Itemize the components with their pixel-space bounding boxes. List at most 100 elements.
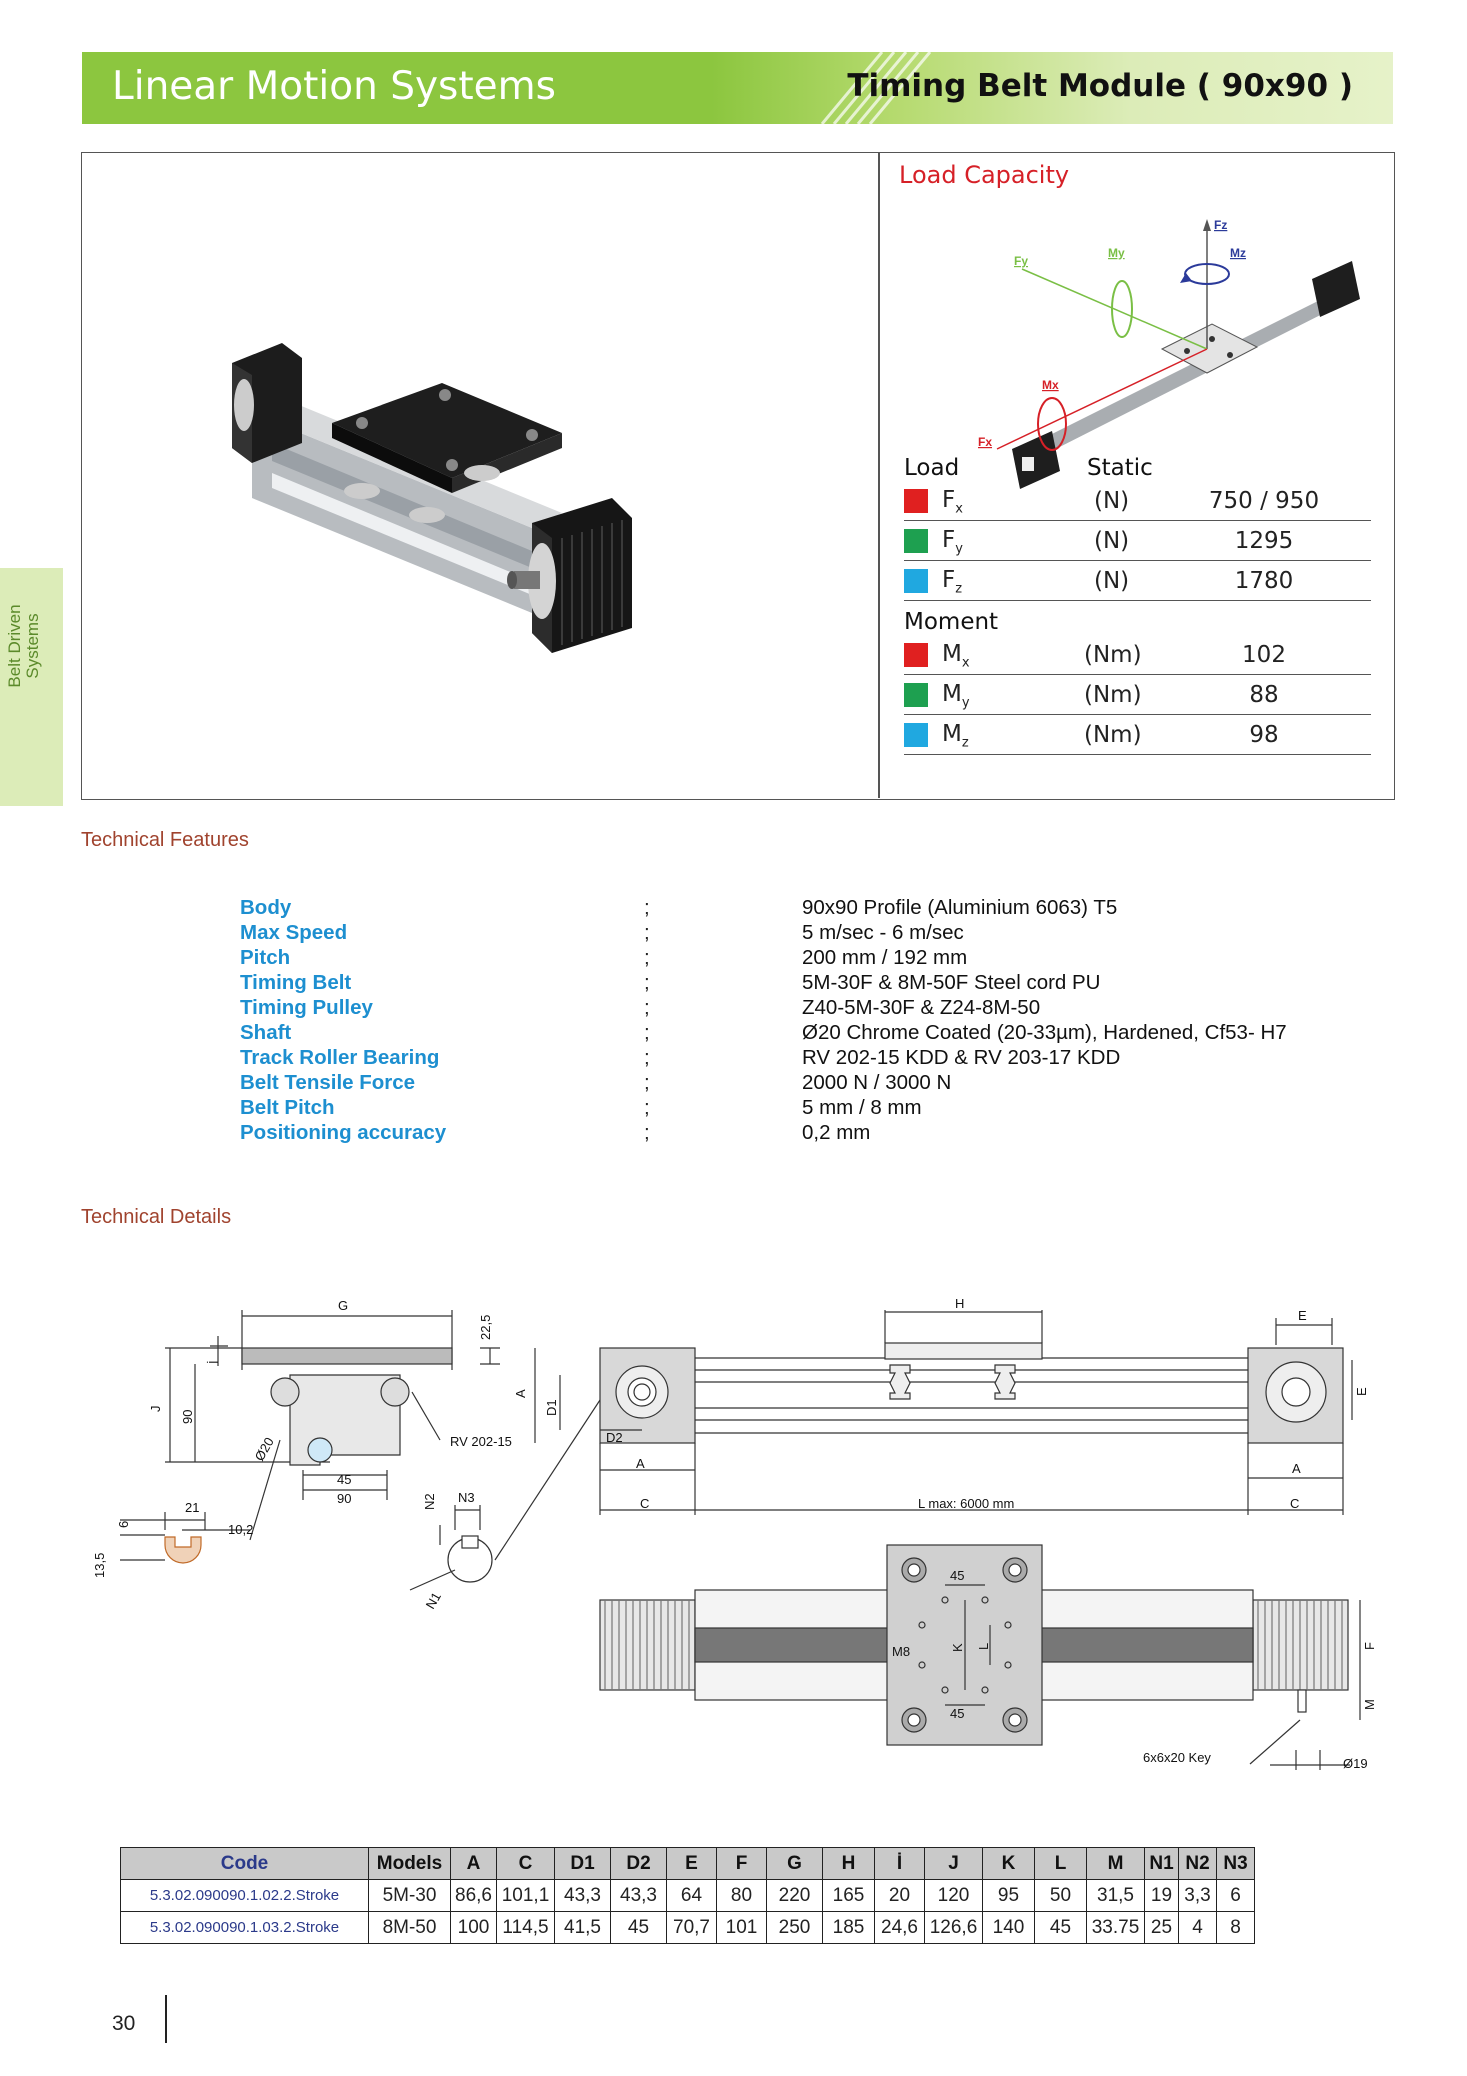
static-heading: Static [1087,455,1153,481]
table-cell: 100 [450,1911,497,1944]
dim-22-5: 22,5 [478,1315,493,1340]
dim-C-right: C [1290,1496,1299,1511]
table-cell: 101 [716,1911,767,1944]
table-cell: 95 [982,1879,1035,1912]
feature-label: Body [240,896,292,919]
table-cell: 250 [766,1911,823,1944]
dim-N3: N3 [458,1490,475,1505]
table-header-cell: H [822,1847,875,1880]
dim-phi20: Ø20 [252,1435,277,1464]
table-header-cell: D2 [610,1847,667,1880]
table-cell: 86,6 [450,1879,497,1912]
page-subtitle: Timing Belt Module ( 90x90 ) [847,68,1353,104]
table-cell: 70,7 [666,1911,717,1944]
table-header-cell: A [450,1847,497,1880]
table-header-cell: M [1086,1847,1145,1880]
feature-separator: ; [644,1071,650,1094]
product-overview-box: Load Capacity Fz Mz Fy My Fx Mx Load Sta… [81,152,1395,800]
feature-label: Belt Pitch [240,1096,335,1119]
table-cell: 25 [1144,1911,1179,1944]
dim-D1: D1 [544,1399,559,1416]
table-header-cell: N2 [1178,1847,1217,1880]
product-code-cell: 5.3.02.090090.1.03.2.Stroke [120,1911,369,1944]
table-cell: 114,5 [496,1911,555,1944]
rv-label: RV 202-15 [450,1434,512,1449]
feature-label: Timing Belt [240,971,352,994]
dim-A-right: A [1292,1461,1301,1476]
red-swatch [904,643,928,667]
moment-value: 98 [1249,722,1279,748]
technical-features-title: Technical Features [81,829,249,851]
moment-symbol: Mx [942,641,970,671]
table-cell: 33.75 [1086,1911,1145,1944]
load-row-fz: Fz (N) 1780 [904,561,1371,601]
load-unit: (N) [1094,568,1130,594]
table-cell: 140 [982,1911,1035,1944]
table-header-cell: F [716,1847,767,1880]
fz-label: Fz [1214,218,1227,232]
table-header-cell: K [982,1847,1035,1880]
feature-label: Timing Pulley [240,996,373,1019]
green-swatch [904,683,928,707]
load-row-fy: Fy (N) 1295 [904,521,1371,561]
feature-value: Z40-5M-30F & Z24-8M-50 [802,996,1041,1019]
banner-stripes [820,52,932,124]
dim-D2: D2 [606,1430,623,1445]
table-cell: 50 [1034,1879,1087,1912]
moment-symbol: Mz [942,721,969,751]
page-number: 30 [112,2012,136,2035]
side-tab: Belt Driven Systems [0,568,63,806]
table-cell: 24,6 [874,1911,925,1944]
table-cell: 185 [822,1911,875,1944]
feature-separator: ; [644,921,650,944]
table-cell: 45 [610,1911,667,1944]
load-row-fx: Fx (N) 750 / 950 [904,481,1371,521]
dim-E-top: E [1298,1308,1307,1323]
table-header-cell: N1 [1144,1847,1179,1880]
blue-swatch [904,569,928,593]
table-cell: 5M-30 [368,1879,451,1912]
table-cell: 31,5 [1086,1879,1145,1912]
feature-separator: ; [644,1021,650,1044]
table-cell: 80 [716,1879,767,1912]
red-swatch [904,489,928,513]
feature-value: 5M-30F & 8M-50F Steel cord PU [802,971,1101,994]
dim-L: L [976,1643,991,1650]
table-cell: 6 [1216,1879,1255,1912]
feature-value: 0,2 mm [802,1121,871,1144]
table-header-cell: İ [874,1847,925,1880]
moment-symbol: My [942,681,970,711]
header-banner: Linear Motion Systems Timing Belt Module… [82,52,1393,124]
dim-N1: N1 [423,1590,444,1612]
table-cell: 120 [924,1879,983,1912]
blue-swatch [904,723,928,747]
table-header-cell: E [666,1847,717,1880]
feature-label: Shaft [240,1021,292,1044]
moment-unit: (Nm) [1084,682,1142,708]
moment-heading: Moment [904,609,999,635]
feature-value: RV 202-15 KDD & RV 203-17 KDD [802,1046,1121,1069]
dim-45: 45 [337,1472,351,1487]
mz-label: Mz [1230,246,1246,260]
feature-value: 200 mm / 192 mm [802,946,968,969]
feature-label: Positioning accuracy [240,1121,447,1144]
table-cell: 8 [1216,1911,1255,1944]
dim-21: 21 [185,1500,199,1515]
table-cell: 43,3 [610,1879,667,1912]
fy-label: Fy [1014,254,1028,268]
load-heading: Load [904,455,960,481]
load-symbol: Fy [942,527,963,557]
table-header-cell: J [924,1847,983,1880]
dim-C-left: C [640,1496,649,1511]
load-symbol: Fx [942,487,963,517]
feature-separator: ; [644,946,650,969]
table-cell: 64 [666,1879,717,1912]
dim-L-max: L max: 6000 mm [918,1496,1014,1511]
feature-value: Ø20 Chrome Coated (20-33µm), Hardened, C… [802,1021,1287,1044]
dim-10-2: 10,2 [228,1522,253,1537]
table-cell: 41,5 [554,1911,611,1944]
